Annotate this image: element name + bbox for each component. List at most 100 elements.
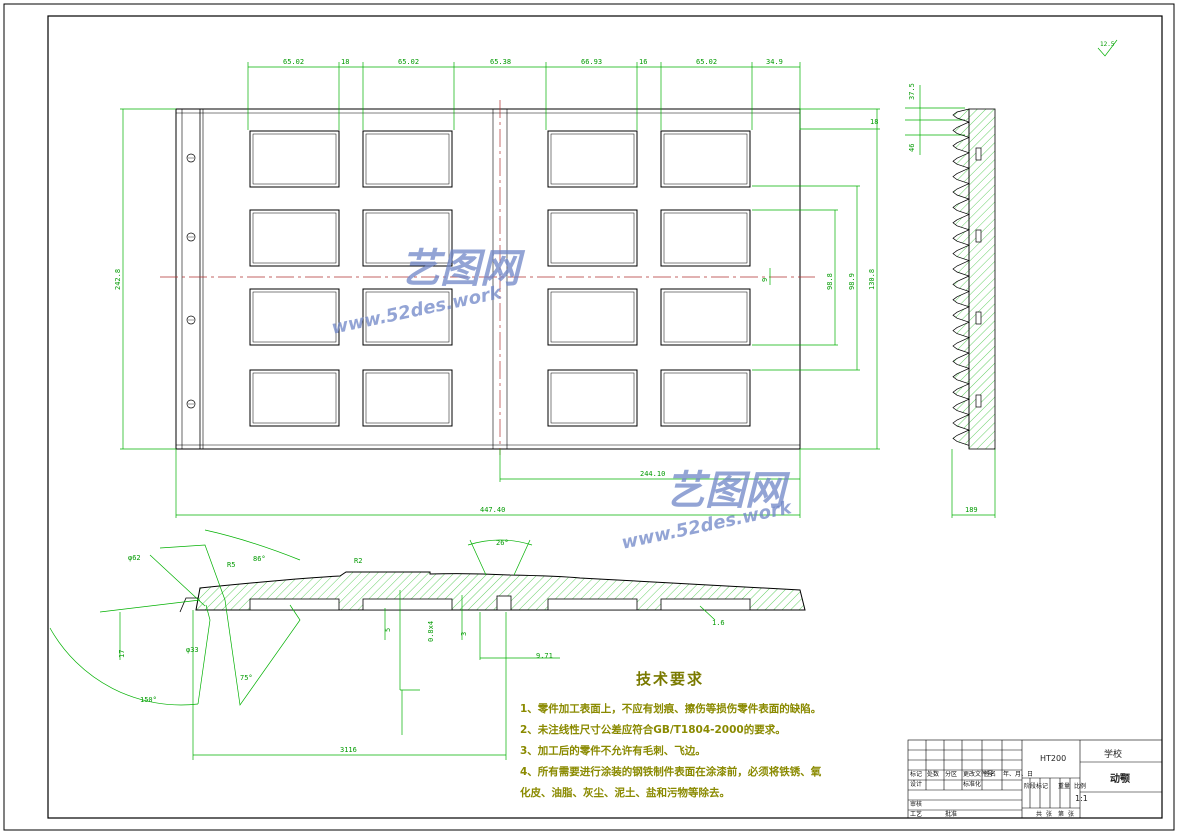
surface-finish-value: 12.5 [1100,41,1115,48]
tech-line-3: 3、加工后的零件不允许有毛刺、飞边。 [520,745,706,757]
dimension-lines [120,62,996,518]
pocket-grid [249,130,751,427]
pocket-inner [550,291,635,343]
pocket-outer [547,369,638,427]
sec-label: φ62 [128,554,141,562]
section-center-slot [496,595,512,611]
pocket-outer [660,130,751,188]
bolt-hole [186,232,196,242]
tech-line-4: 4、所有需要进行涂装的钢铁制件表面在涂漆前，必须将铁锈、氧 [520,766,822,778]
pocket-outer [362,209,453,267]
dim-right-label: 18 [870,118,878,126]
tb-part-name: 动颚 [1110,774,1130,785]
pocket-inner [252,372,337,424]
pocket-outer [249,288,340,346]
sec-label: 5 [384,628,392,632]
tb-role: 审核 [910,800,922,808]
dim-side-label: 130.8 [868,269,876,290]
pocket-outer [249,130,340,188]
sec-label: 150° [140,696,157,704]
tb-role: 设计 [910,780,922,788]
tb-sheet: 第 [1058,810,1064,818]
pocket-outer [362,369,453,427]
dim-side-label: 9 [761,278,769,282]
tb-sheet: 张 [1046,810,1052,818]
bolt-holes [186,153,196,409]
tb-row-label: 分区 [945,770,957,778]
sec-label: 1.6 [712,619,725,627]
pocket-outer [547,288,638,346]
watermark-lower: 艺图网 [665,468,785,514]
sec-label: 26° [496,539,509,547]
dim-top-label: 16 [639,58,647,66]
dim-top-label: 65.02 [398,58,419,66]
pocket-inner [252,291,337,343]
sec-label: φ33 [186,646,199,654]
dim-top-label: 34.9 [766,58,783,66]
watermark-upper: 艺图网 [400,246,520,292]
section-dimensions [49,529,716,760]
pocket-inner [550,133,635,185]
tb-row-label: 处数 [927,770,939,778]
tb-company: 学校 [1104,750,1123,760]
tb-std: 标准化 [963,780,981,788]
tb-row-label: 年、月、日 [1003,770,1033,778]
sec-label: 17 [118,650,126,658]
sec-label: 3 [460,632,468,636]
dim-side-label: 98.8 [826,273,834,290]
dim-top-label: 66.93 [581,58,602,66]
pocket-outer [660,209,751,267]
dim-right-label: 46 [908,144,916,152]
technical-requirements: 技术要求 1、零件加工表面上，不应有划痕、擦伤等损伤零件表面的缺陷。 2、未注线… [520,668,822,804]
pocket-inner [365,212,450,264]
side-slot [975,311,982,325]
sec-label: 9.71 [536,652,553,660]
dim-top-label: 65.02 [283,58,304,66]
title-block [907,739,1163,819]
dim-side-label: 98.9 [848,273,856,290]
tb-scale: 1:1 [1075,794,1088,803]
plate-front-view [175,108,801,450]
tb-row-label: 签名 [984,770,996,778]
pocket-outer [660,369,751,427]
tb-stage-label: 重量 [1058,782,1070,790]
dim-left-label: 242.8 [114,269,122,290]
pocket-outer [362,130,453,188]
section-view [179,571,806,613]
dim-top-label: 65.02 [696,58,717,66]
dim-bottom-label: 447.40 [480,506,505,514]
pocket-inner [550,212,635,264]
pocket-inner [365,372,450,424]
section-pocket [362,598,453,611]
dim-top-label: 65.38 [490,58,511,66]
pocket-inner [663,291,748,343]
dim-top-label: 18 [341,58,349,66]
section-pocket [249,598,340,611]
surface-finish-mark [1097,39,1118,57]
pocket-inner [252,133,337,185]
bolt-hole [186,315,196,325]
tech-line-2: 2、未注线性尺寸公差应符合GB/T1804-2000的要求。 [520,724,786,736]
dim-bottom-label: 244.10 [640,470,665,478]
pocket-inner [365,133,450,185]
pocket-outer [249,369,340,427]
pocket-outer [362,288,453,346]
dim-side-bottom-label: 189 [965,506,978,514]
pocket-inner [252,212,337,264]
section-pocket [660,598,751,611]
tb-material: HT200 [1040,754,1067,763]
side-slot [975,394,982,408]
inner-frame [47,15,1163,819]
dim-right-label: 37.5 [908,83,916,100]
bolt-hole [186,399,196,409]
side-slot [975,147,982,161]
tech-title: 技术要求 [635,670,704,688]
tb-row-label: 标记 [910,770,922,778]
side-view [952,108,996,450]
pocket-outer [547,130,638,188]
pocket-outer [660,288,751,346]
tb-approve: 批准 [945,810,957,818]
tb-stage-label: 比例 [1074,782,1086,790]
